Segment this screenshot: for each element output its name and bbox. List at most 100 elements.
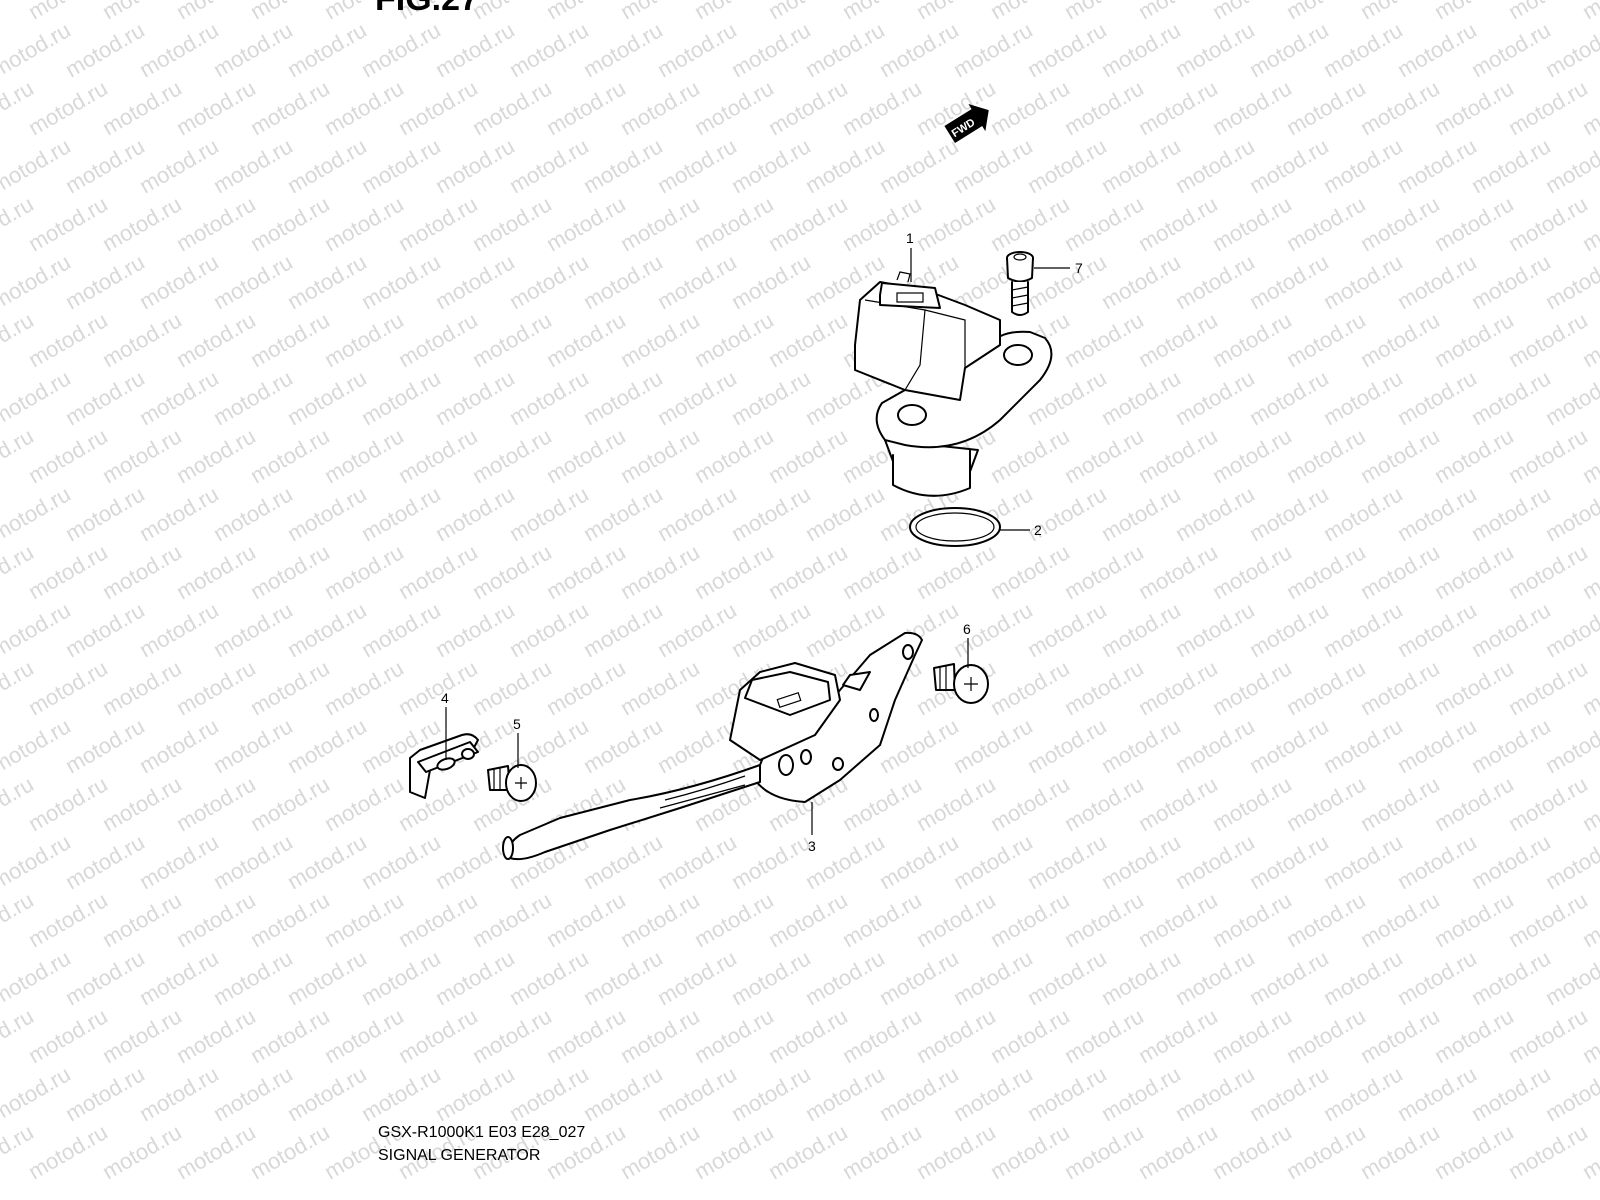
callout-4: 4: [441, 690, 449, 706]
watermark-text: motod.ru: [283, 365, 371, 430]
watermark-text: motod.ru: [579, 365, 667, 430]
watermark-text: motod.ru: [1097, 133, 1185, 198]
watermark-text: motod.ru: [912, 1119, 1000, 1184]
watermark-text: motod.ru: [875, 133, 963, 198]
watermark-text: motod.ru: [0, 597, 75, 662]
watermark-text: motod.ru: [431, 365, 519, 430]
watermark-text: motod.ru: [1023, 133, 1111, 198]
watermark-text: motod.ru: [1171, 713, 1259, 778]
watermark-text: motod.ru: [1134, 423, 1222, 488]
watermark-text: motod.ru: [764, 887, 852, 952]
watermark-text: motod.ru: [542, 887, 630, 952]
watermark-text: motod.ru: [1541, 481, 1600, 546]
watermark-text: motod.ru: [653, 597, 741, 662]
callout-7: 7: [1075, 260, 1083, 276]
watermark-text: motod.ru: [1467, 597, 1555, 662]
watermark-text: motod.ru: [875, 1061, 963, 1126]
watermark-text: motod.ru: [1282, 771, 1370, 836]
watermark-text: motod.ru: [1134, 191, 1222, 256]
watermark-text: motod.ru: [1504, 771, 1592, 836]
watermark-text: motod.ru: [468, 539, 556, 604]
watermark-text: motod.ru: [1097, 481, 1185, 546]
watermark-text: motod.ru: [61, 1061, 149, 1126]
watermark-text: motod.ru: [209, 17, 297, 82]
watermark-text: motod.ru: [1245, 829, 1333, 894]
watermark-text: motod.ru: [542, 423, 630, 488]
watermark-text: motod.ru: [172, 191, 260, 256]
watermark-text: motod.ru: [209, 1061, 297, 1126]
watermark-text: motod.ru: [912, 539, 1000, 604]
watermark-text: motod.ru: [579, 1061, 667, 1126]
watermark-text: motod.ru: [986, 423, 1074, 488]
watermark-text: motod.ru: [690, 1119, 778, 1184]
watermark-text: motod.ru: [1097, 829, 1185, 894]
wire-clamp: [409, 733, 479, 799]
watermark-text: motod.ru: [1282, 1119, 1370, 1184]
watermark-text: motod.ru: [579, 945, 667, 1010]
watermark-text: motod.ru: [431, 597, 519, 662]
watermark-text: motod.ru: [61, 597, 149, 662]
watermark-text: motod.ru: [1282, 307, 1370, 372]
watermark-text: motod.ru: [1282, 655, 1370, 720]
watermark-text: motod.ru: [653, 133, 741, 198]
watermark-text: motod.ru: [1023, 713, 1111, 778]
watermark-text: motod.ru: [875, 829, 963, 894]
watermark-text: motod.ru: [727, 597, 815, 662]
watermark-text: motod.ru: [690, 191, 778, 256]
watermark-text: motod.ru: [690, 887, 778, 952]
callout-1: 1: [906, 230, 914, 246]
figure-title: FIG.27: [375, 0, 479, 19]
watermark-text: motod.ru: [1467, 945, 1555, 1010]
watermark-text: motod.ru: [1097, 1061, 1185, 1126]
watermark-text: motod.ru: [1504, 1119, 1592, 1184]
watermark-text: motod.ru: [653, 365, 741, 430]
watermark-text: motod.ru: [727, 133, 815, 198]
watermark-text: motod.ru: [1467, 1061, 1555, 1126]
watermark-text: motod.ru: [875, 17, 963, 82]
watermark-text: motod.ru: [1541, 829, 1600, 894]
watermark-text: motod.ru: [1023, 597, 1111, 662]
watermark-text: motod.ru: [838, 771, 926, 836]
watermark-text: motod.ru: [616, 655, 704, 720]
watermark-text: motod.ru: [1282, 1003, 1370, 1068]
watermark-text: motod.ru: [505, 133, 593, 198]
watermark-text: motod.ru: [1319, 17, 1407, 82]
watermark-text: motod.ru: [653, 1061, 741, 1126]
watermark-text: motod.ru: [1245, 597, 1333, 662]
watermark-text: motod.ru: [1467, 713, 1555, 778]
watermark-text: motod.ru: [986, 539, 1074, 604]
watermark-text: motod.ru: [616, 887, 704, 952]
watermark-text: motod.ru: [1097, 17, 1185, 82]
watermark-text: motod.ru: [616, 1119, 704, 1184]
watermark-text: motod.ru: [505, 1061, 593, 1126]
watermark-text: motod.ru: [1134, 307, 1222, 372]
watermark-text: motod.ru: [801, 1061, 889, 1126]
watermark-text: motod.ru: [875, 945, 963, 1010]
watermark-text: motod.ru: [1171, 133, 1259, 198]
watermark-text: motod.ru: [653, 17, 741, 82]
watermark-text: motod.ru: [246, 1119, 334, 1184]
watermark-text: motod.ru: [468, 1003, 556, 1068]
watermark-text: motod.ru: [764, 1119, 852, 1184]
watermark-text: motod.ru: [431, 1061, 519, 1126]
watermark-text: motod.ru: [579, 829, 667, 894]
watermark-text: motod.ru: [24, 887, 112, 952]
watermark-text: motod.ru: [1393, 17, 1481, 82]
watermark-text: motod.ru: [24, 307, 112, 372]
watermark-text: motod.ru: [135, 481, 223, 546]
watermark-text: motod.ru: [727, 829, 815, 894]
watermark-text: motod.ru: [579, 133, 667, 198]
watermark-text: motod.ru: [468, 307, 556, 372]
watermark-text: motod.ru: [912, 887, 1000, 952]
watermark-text: motod.ru: [1393, 597, 1481, 662]
watermark-text: motod.ru: [1208, 887, 1296, 952]
watermark-text: motod.ru: [394, 75, 482, 140]
watermark-text: motod.ru: [838, 1119, 926, 1184]
watermark-text: motod.ru: [579, 17, 667, 82]
watermark-text: motod.ru: [1430, 307, 1518, 372]
watermark-text: motod.ru: [98, 75, 186, 140]
watermark-text: motod.ru: [727, 249, 815, 314]
watermark-text: motod.ru: [1356, 771, 1444, 836]
